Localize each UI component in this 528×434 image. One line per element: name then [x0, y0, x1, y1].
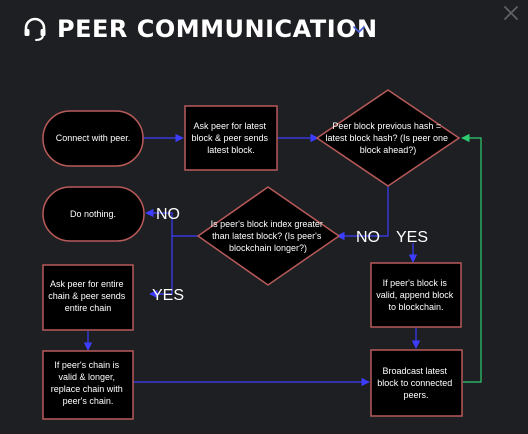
node-label: Broadcast latest block to connected peer…	[377, 366, 455, 400]
node-index-greater-decision: Is peer's block index greater than lates…	[196, 186, 341, 286]
node-label: If peer's block is valid, append block t…	[376, 278, 456, 312]
node-ask-entire-chain: Ask peer for entire chain & peer sends e…	[42, 264, 134, 331]
chevron-down-icon[interactable]	[352, 24, 366, 34]
node-ask-latest-block: Ask peer for latest block & peer sends l…	[184, 105, 278, 171]
node-label: Is peer's block index greater than lates…	[211, 219, 326, 253]
node-label: Do nothing.	[70, 209, 116, 219]
node-label: Ask peer for latest block & peer sends l…	[191, 121, 270, 155]
edge-label-yes-hash: YES	[396, 229, 428, 246]
node-broadcast: Broadcast latest block to connected peer…	[370, 349, 463, 417]
edge-label-no-index: NO	[156, 206, 180, 223]
page-title: PEER COMMUNICATION	[57, 15, 378, 43]
node-label: Connect with peer.	[56, 133, 131, 143]
node-label: Peer block previous hash = latest block …	[325, 121, 450, 155]
edge-broadcast-loop	[461, 133, 482, 383]
node-connect-with-peer: Connect with peer.	[42, 110, 144, 167]
flowchart: Connect with peer. Ask peer for latest b…	[42, 89, 482, 420]
node-label: Ask peer for entire chain & peer sends e…	[48, 279, 128, 313]
edge-hash-no	[336, 186, 389, 241]
headset-icon	[24, 17, 46, 41]
node-valid-append: If peer's block is valid, append block t…	[370, 262, 462, 328]
panel-header: PEER COMMUNICATION	[0, 0, 528, 58]
edge-label-yes-index: YES	[152, 287, 184, 304]
edge-label-no-hash: NO	[356, 229, 380, 246]
node-valid-replace: If peer's chain is valid & longer, repla…	[42, 350, 134, 420]
node-label: If peer's chain is valid & longer, repla…	[51, 360, 126, 406]
edge-index-no	[145, 208, 200, 237]
node-do-nothing: Do nothing.	[42, 186, 145, 242]
close-icon[interactable]	[502, 4, 520, 22]
flowchart-edges	[83, 133, 482, 387]
node-prev-hash-decision: Peer block previous hash = latest block …	[315, 89, 461, 187]
edge-index-yes	[149, 236, 173, 299]
